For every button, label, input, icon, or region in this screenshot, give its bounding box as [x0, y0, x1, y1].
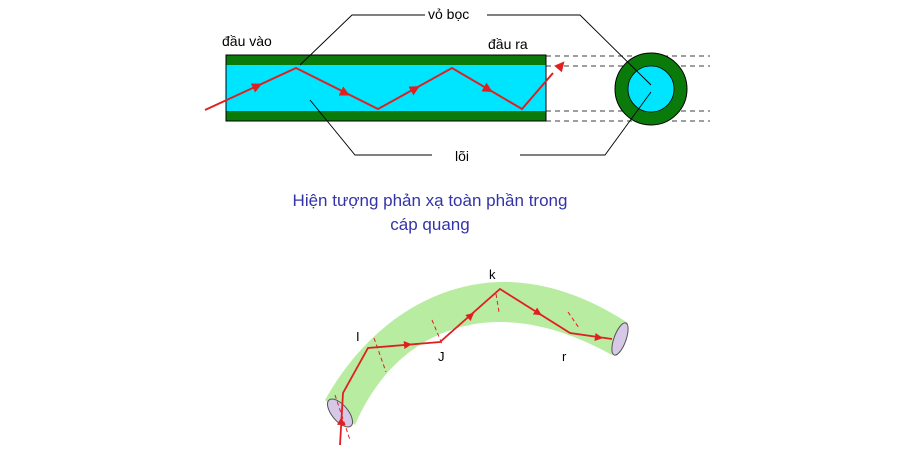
- bent-fiber-end-left: [326, 398, 354, 428]
- label-input-end: đầu vào: [222, 33, 272, 49]
- bent-fiber-body: [325, 281, 628, 425]
- ray-arrows-bent: [337, 307, 603, 426]
- normal-lines: [334, 293, 580, 441]
- cladding-bottom-band: [226, 111, 546, 121]
- ray-path-bent: [339, 287, 613, 446]
- point-label-J: J: [438, 349, 445, 364]
- bent-fiber-end-right: [611, 322, 629, 356]
- point-label-k: k: [489, 267, 496, 282]
- point-label-r: r: [562, 349, 567, 364]
- fiber-outline: [225, 54, 547, 122]
- core-region: [226, 65, 546, 111]
- caption-line-1: Hiện tượng phản xạ toàn phần trong: [292, 191, 568, 210]
- label-cladding: vỏ bọc: [428, 6, 470, 22]
- ray-arrows-straight: [250, 61, 565, 96]
- label-output-end: đầu ra: [488, 36, 528, 52]
- leader-lines: [299, 14, 652, 156]
- point-label-I: I: [356, 329, 360, 344]
- caption-line-2: cáp quang: [390, 215, 470, 234]
- label-core: lõi: [455, 148, 470, 164]
- cladding-top-band: [226, 55, 546, 65]
- cross-section-core: [627, 65, 675, 113]
